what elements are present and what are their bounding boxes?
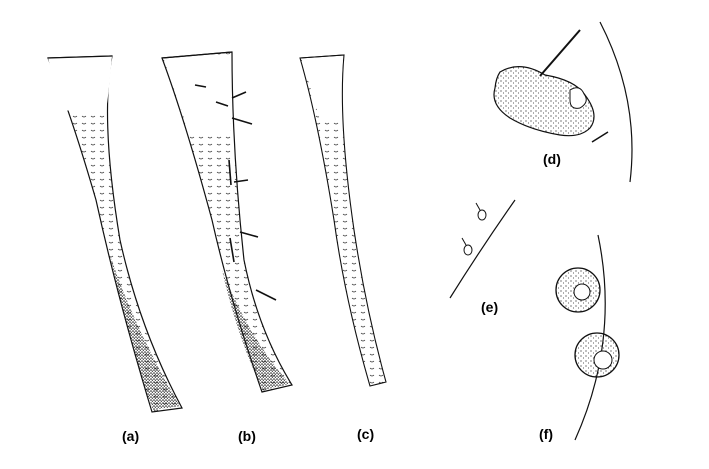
setae xyxy=(194,84,277,301)
panel-label-b: (b) xyxy=(238,428,256,444)
panel-f-drawing xyxy=(555,234,620,441)
panel-label-d: (d) xyxy=(543,151,561,167)
panel-d-drawing xyxy=(493,21,633,183)
panel-label-e: (e) xyxy=(481,299,499,315)
panel-label-a: (a) xyxy=(122,428,140,444)
panel-label-f: (f) xyxy=(539,426,553,442)
tube-a xyxy=(47,55,183,413)
panel-label-c: (c) xyxy=(357,426,375,442)
tube-b xyxy=(161,51,293,393)
panel-e-drawing xyxy=(449,199,516,299)
tube-c xyxy=(299,54,387,387)
